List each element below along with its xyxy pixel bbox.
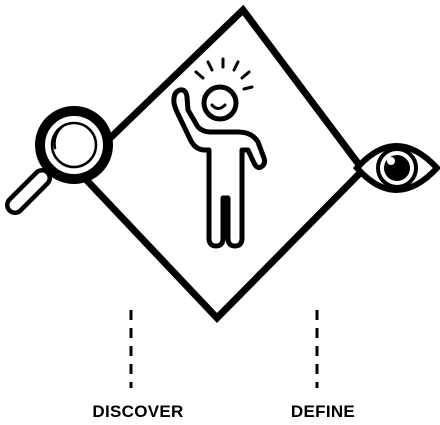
idea-rays-icon xyxy=(194,57,254,91)
discover-label: DISCOVER xyxy=(92,402,184,421)
eye-icon xyxy=(352,143,440,193)
person-idea-icon xyxy=(171,57,268,249)
magnifying-glass-icon xyxy=(5,106,113,215)
define-label: DEFINE xyxy=(290,402,356,421)
